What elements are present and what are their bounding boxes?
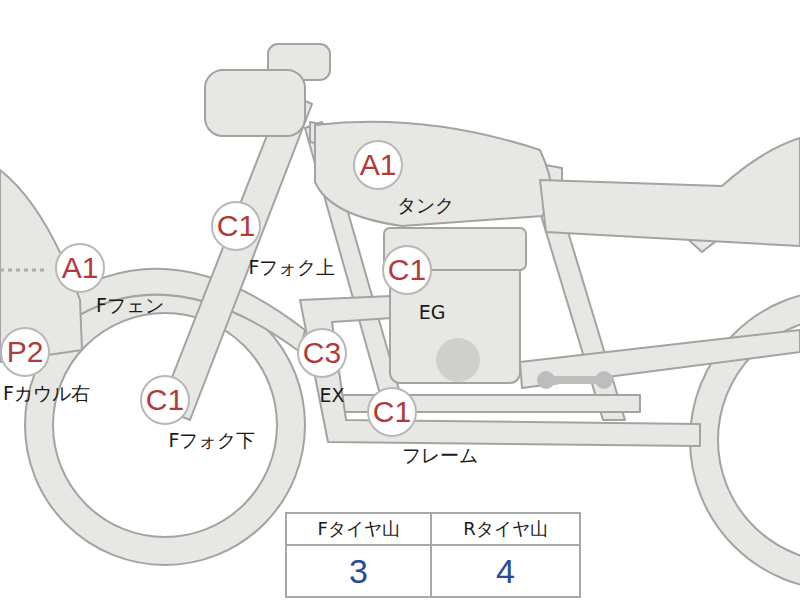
callout-circle: C1EG [382,245,432,295]
callout-circle: A1Fフェン [55,243,105,293]
part-name: EG [419,302,446,323]
callout-code: C1 [373,397,411,427]
table-header: Rタイヤ山 [431,513,580,545]
part-name: Fフォク上 [249,257,336,278]
part-name: Fカウル右 [3,383,90,404]
table-value: 4 [431,545,580,597]
callout-code: A1 [360,150,397,180]
part-name: タンク [397,195,454,216]
table-header: Fタイヤ山 [286,513,431,545]
callout-code: A1 [62,253,99,283]
callout-code: C1 [146,385,184,415]
tread-table: Fタイヤ山Rタイヤ山34 [285,512,581,598]
callout-code: C3 [303,338,341,368]
table-value: 3 [286,545,431,597]
callout-circle: A1タンク [353,140,403,190]
callout-circle: C1フレーム [367,387,417,437]
part-name: Fフェン [96,295,164,316]
callout-code: P2 [7,337,44,367]
part-name: Fフォク下 [169,430,256,451]
part-name: EX [319,385,344,406]
callout-circle: C1Fフォク上 [211,201,261,251]
leader-line [0,269,46,272]
callout-circle: P2Fカウル右 [0,327,50,377]
callout-circle: C3EX [297,328,347,378]
callout-code: C1 [388,255,426,285]
part-name: フレーム [402,445,478,466]
callout-code: C1 [217,211,255,241]
callout-circle: C1Fフォク下 [140,375,190,425]
